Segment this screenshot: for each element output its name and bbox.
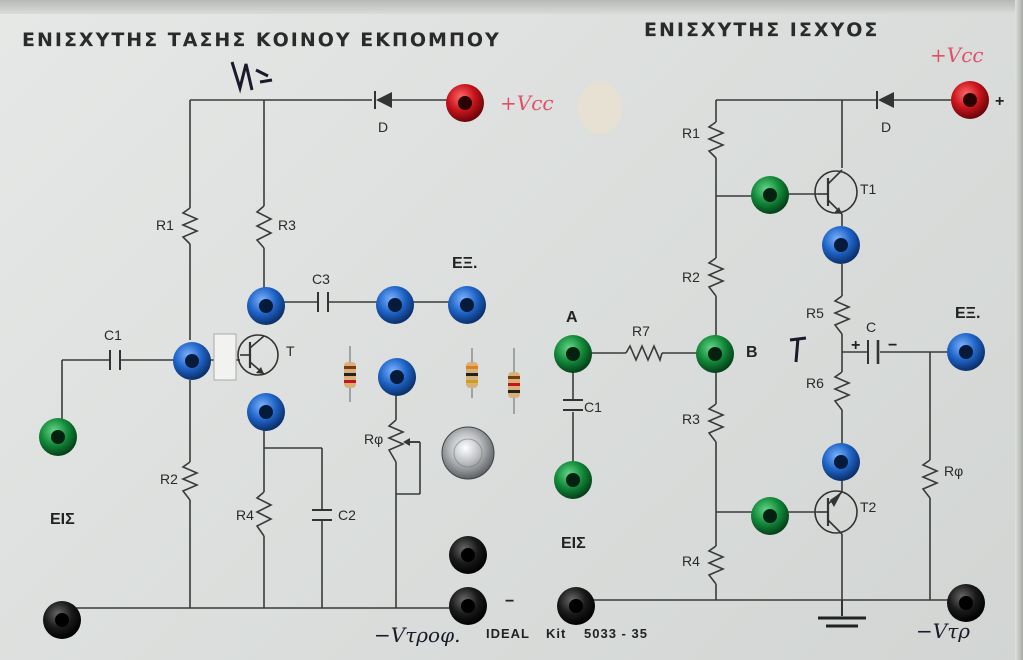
brand-kit: Kit [546,626,566,641]
tape-residue [578,82,622,134]
terminal-t1-emitter[interactable] [822,226,860,264]
resistor-r1-left [180,207,200,245]
terminal-input-left[interactable] [39,418,77,456]
label-b: B [746,344,758,361]
resistor-r3-left [255,205,273,249]
label-cap-minus: − [888,337,897,354]
label-cap-plus: + [851,337,860,354]
brand-code: 5033 - 35 [584,626,648,641]
label-r2-right: R2 [682,269,700,285]
terminal-pot-top[interactable] [378,358,416,396]
transistor-t2-right [814,490,858,535]
terminal-t1-base[interactable] [751,176,789,214]
title-right: ΕΝΙΣΧΥΤΗΣ ΙΣΧΥΟΣ [644,19,879,41]
terminal-vcc-left[interactable] [446,84,484,122]
diode-left [374,91,392,109]
label-t2: T2 [860,499,877,515]
label-plus-right: + [995,93,1004,110]
terminal-collector-left[interactable] [247,287,285,325]
handwriting-mark-t [789,336,807,363]
handwriting-vcc-left: +Vcc [500,91,554,115]
potentiometer-left [386,419,420,463]
label-pot-right: Rφ [944,463,963,479]
label-r1-right: R1 [682,125,700,141]
terminal-t2-collector[interactable] [822,443,860,481]
terminal-vcc-right[interactable] [951,81,989,119]
label-c3-left: C3 [312,271,330,287]
terminal-vneg-lower[interactable] [449,587,487,625]
real-resistor-3 [508,348,520,414]
terminal-vneg-upper[interactable] [449,536,487,574]
label-r5-right: R5 [806,305,824,321]
knob-ring [453,438,483,468]
terminal-ground-mid[interactable] [557,587,595,625]
label-r3-left: R3 [278,217,296,233]
label-input-middle: ΕΙΣ [561,535,586,552]
label-c1-left: C1 [104,327,122,343]
terminal-emitter-left[interactable] [247,393,285,431]
terminal-b[interactable] [696,335,734,373]
title-left: ΕΝΙΣΧΥΤΗΣ ΤΑΣΗΣ ΚΟΙΝΟΥ ΕΚΠΟΜΠΟΥ [22,29,501,51]
handwriting-vtrof-right: −Vτρ [916,619,970,643]
label-c-right: C [866,319,876,335]
capacitor-c3-left [317,292,329,312]
resistor-r2-left [180,461,200,501]
transistor-t-left [237,334,279,376]
label-transistor-left: T [286,343,295,359]
terminal-ground-right[interactable] [947,584,985,622]
ground-symbol [818,600,866,628]
diode-right [876,91,894,109]
terminal-a[interactable] [554,335,592,373]
resistor-r4-left [255,491,273,537]
label-diode-right: D [881,119,891,135]
label-diode-left: D [378,119,388,135]
capacitor-c1-left [109,350,121,370]
label-r2-left: R2 [160,471,178,487]
label-r4-right: R4 [682,553,700,569]
handwriting-vtrof-left: −Vτροφ. [374,623,460,647]
terminal-output-left[interactable] [448,286,486,324]
label-r6-right: R6 [806,375,824,391]
label-t1: T1 [860,181,877,197]
potentiometer-knob[interactable] [441,426,495,480]
handwriting-scribble-top [230,61,273,94]
label-output-left: ΕΞ. [452,255,477,272]
terminal-ground-left[interactable] [43,601,81,639]
label-c1-middle: C1 [584,399,602,415]
handwriting-vcc-right: +Vcc [930,43,984,67]
label-r7: R7 [632,323,650,339]
real-resistor-2 [466,348,478,398]
terminal-c3-out[interactable] [376,286,414,324]
label-output-right: ΕΞ. [955,305,980,322]
label-r3-right: R3 [682,411,700,427]
label-pot-left: Rφ [364,431,383,447]
terminal-c1-bottom[interactable] [554,461,592,499]
label-input-left: ΕΙΣ [50,511,75,528]
transistor-label-sticker [213,333,237,381]
middle-wiring [563,343,698,462]
terminal-base-left[interactable] [173,342,211,380]
label-c2-left: C2 [338,507,356,523]
right-wiring [590,99,952,601]
terminal-t2-base[interactable] [751,497,789,535]
transistor-t1-right [814,169,858,215]
label-r1-left: R1 [156,217,174,233]
capacitor-c2-left [312,509,332,521]
label-minus-left: − [505,593,514,610]
brand-name: IDEAL [486,626,530,641]
label-a: A [566,309,578,326]
terminal-output-right[interactable] [947,333,985,371]
label-r4-left: R4 [236,507,254,523]
real-resistor-1 [344,346,356,402]
